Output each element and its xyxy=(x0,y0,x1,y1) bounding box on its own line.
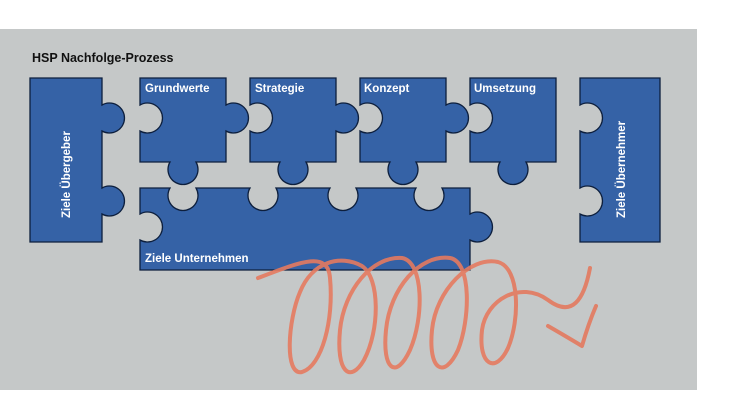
piece-konzept xyxy=(359,77,470,186)
piece-umsetzung xyxy=(469,77,557,186)
label-strategie: Strategie xyxy=(255,83,304,95)
piece-strategie xyxy=(249,77,360,186)
piece-grundwerte xyxy=(139,77,250,186)
label-umsetzung: Umsetzung xyxy=(474,83,536,95)
label-grundwerte: Grundwerte xyxy=(145,83,210,95)
piece-ziele-uebergeber xyxy=(29,77,126,243)
piece-ziele-unternehmen xyxy=(139,187,494,271)
scribble-arrow xyxy=(256,255,598,375)
label-konzept: Konzept xyxy=(364,83,410,95)
label-ziele-unternehmen: Ziele Unternehmen xyxy=(145,253,249,265)
label-ziele-uebernehmer: Ziele Übernehmer xyxy=(615,120,628,218)
diagram-title: HSP Nachfolge-Prozess xyxy=(32,51,174,65)
piece-ziele-uebernehmer xyxy=(579,77,661,243)
label-ziele-uebergeber: Ziele Übergeber xyxy=(60,131,73,218)
